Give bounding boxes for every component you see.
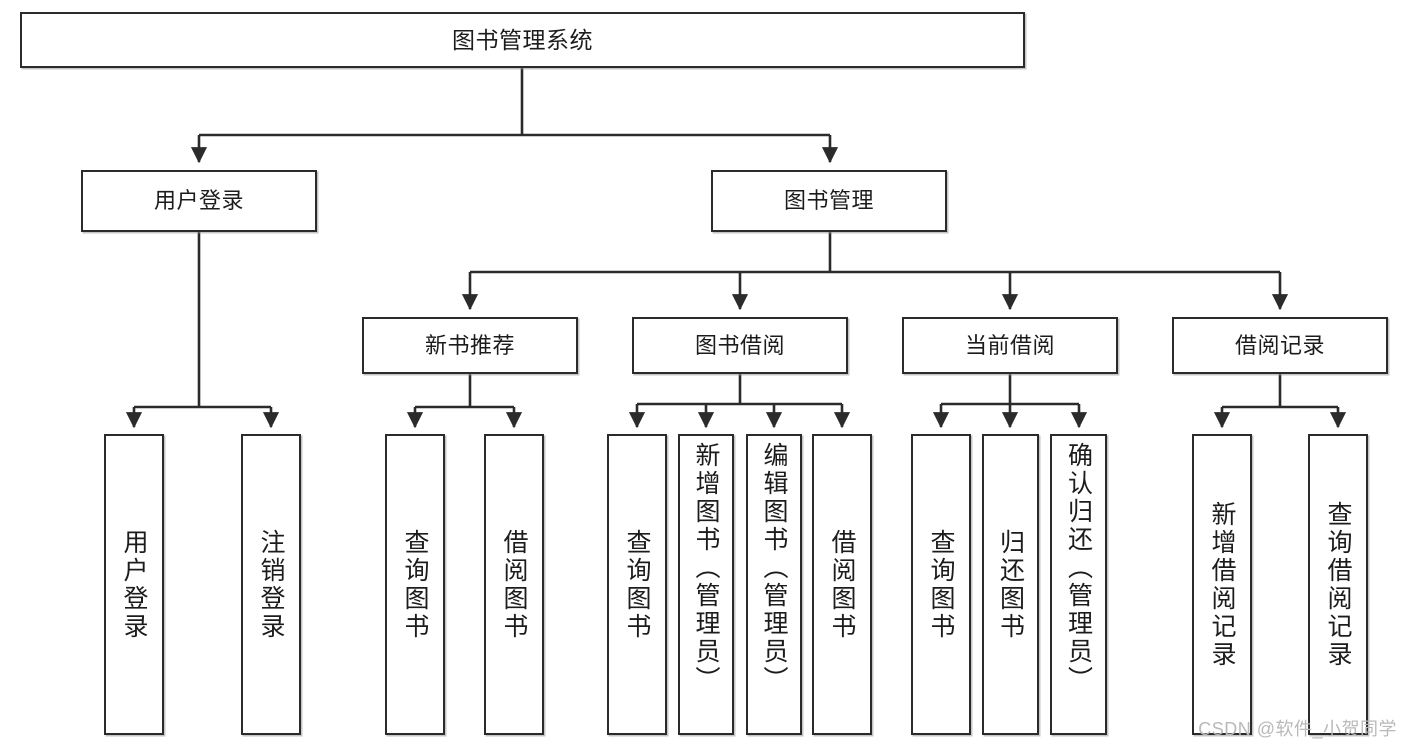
leaf-query-borrow-record[interactable]: 查询借阅记录 [1308,434,1368,735]
leaf-query-borrow-record-label: 查询借阅记录 [1324,500,1352,669]
leaf-query-book-2-label: 查询图书 [623,528,651,641]
node-new-book-recommend-label: 新书推荐 [424,332,515,358]
leaf-confirm-return-admin[interactable]: 确认归还（管理员） [1050,434,1107,735]
node-new-book-recommend[interactable]: 新书推荐 [362,317,578,374]
node-root[interactable]: 图书管理系统 [20,12,1025,68]
leaf-edit-book-admin-label: 编辑图书（管理员） [760,442,788,694]
leaf-borrow-book-1-label: 借阅图书 [500,528,528,641]
leaf-query-book-3[interactable]: 查询图书 [911,434,971,735]
leaf-add-book-admin[interactable]: 新增图书（管理员） [678,434,734,735]
node-book-manage-label: 图书管理 [783,188,874,214]
node-borrow-record[interactable]: 借阅记录 [1172,317,1388,374]
node-root-label: 图书管理系统 [452,26,593,53]
leaf-borrow-book-1[interactable]: 借阅图书 [484,434,544,735]
watermark: CSDN @软件_小贺同学 [1198,719,1397,739]
node-user-login-label: 用户登录 [153,188,244,214]
leaf-add-borrow-record-label: 新增借阅记录 [1208,500,1236,669]
leaf-user-logout[interactable]: 注销登录 [241,434,301,735]
leaf-user-login[interactable]: 用户登录 [104,434,164,735]
leaf-add-borrow-record[interactable]: 新增借阅记录 [1192,434,1252,735]
leaf-borrow-book-2[interactable]: 借阅图书 [812,434,872,735]
leaf-borrow-book-2-label: 借阅图书 [828,528,856,641]
leaf-add-book-admin-label: 新增图书（管理员） [692,442,720,694]
leaf-query-book-2[interactable]: 查询图书 [607,434,667,735]
leaf-edit-book-admin[interactable]: 编辑图书（管理员） [746,434,802,735]
node-current-borrow[interactable]: 当前借阅 [902,317,1118,374]
node-user-login[interactable]: 用户登录 [81,170,317,232]
leaf-return-book[interactable]: 归还图书 [982,434,1039,735]
node-borrow-record-label: 借阅记录 [1234,332,1325,358]
leaf-query-book-1[interactable]: 查询图书 [385,434,445,735]
node-current-borrow-label: 当前借阅 [964,332,1055,358]
node-book-borrow-label: 图书借阅 [694,332,785,358]
node-book-borrow[interactable]: 图书借阅 [632,317,848,374]
leaf-user-login-label: 用户登录 [120,528,148,641]
leaf-query-book-1-label: 查询图书 [401,528,429,641]
leaf-confirm-return-admin-label: 确认归还（管理员） [1064,442,1093,694]
leaf-return-book-label: 归还图书 [996,528,1025,641]
leaf-query-book-3-label: 查询图书 [927,528,955,641]
leaf-user-logout-label: 注销登录 [257,528,285,641]
node-book-manage[interactable]: 图书管理 [711,170,947,232]
